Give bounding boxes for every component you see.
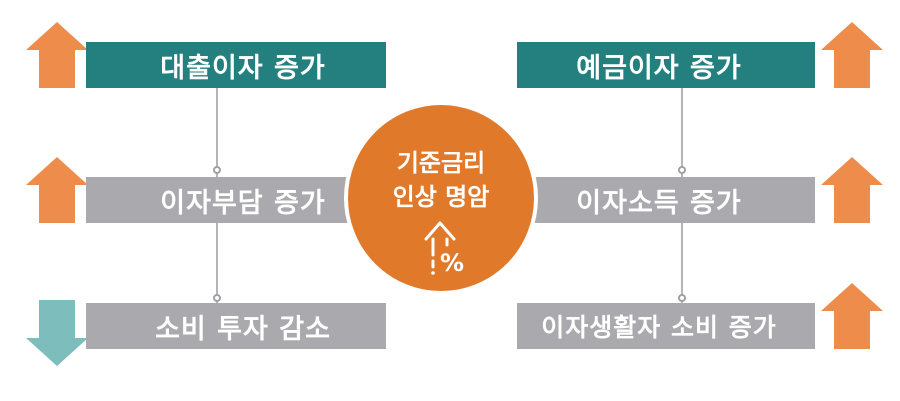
left-box-label: 이자부담 증가	[160, 187, 326, 219]
up-arrow-icon	[26, 22, 88, 88]
connector-dot	[213, 294, 221, 302]
up-arrow-icon	[821, 157, 883, 223]
right-box-rentier-consumption: 이자생활자 소비 증가	[517, 303, 815, 349]
left-box-label: 소비 투자 감소	[155, 313, 331, 345]
center-title-line2: 인상 명암	[392, 183, 490, 211]
center-circle: 기준금리 인상 명암 %	[344, 101, 538, 295]
up-arrow-icon	[821, 283, 883, 349]
center-title-line1: 기준금리	[396, 149, 486, 177]
right-box-label: 이자소득 증가	[576, 187, 742, 219]
right-box-label: 이자생활자 소비 증가	[541, 313, 777, 342]
right-box-deposit-interest: 예금이자 증가	[517, 42, 815, 88]
left-box-label: 대출이자 증가	[160, 52, 326, 84]
connector-dot	[213, 166, 221, 174]
connector-dot	[678, 166, 686, 174]
percent-up-arrow-icon: %	[424, 221, 464, 277]
percent-glyph: %	[440, 249, 464, 277]
up-arrow-icon	[26, 157, 88, 223]
up-arrow-icon	[821, 22, 883, 88]
left-box-interest-burden: 이자부담 증가	[86, 177, 386, 223]
left-box-loan-interest: 대출이자 증가	[86, 42, 386, 88]
right-box-interest-income: 이자소득 증가	[517, 177, 815, 223]
connector-dot	[678, 294, 686, 302]
left-box-consumption-investment: 소비 투자 감소	[86, 303, 386, 349]
down-arrow-icon	[26, 300, 88, 366]
right-box-label: 예금이자 증가	[576, 52, 742, 84]
